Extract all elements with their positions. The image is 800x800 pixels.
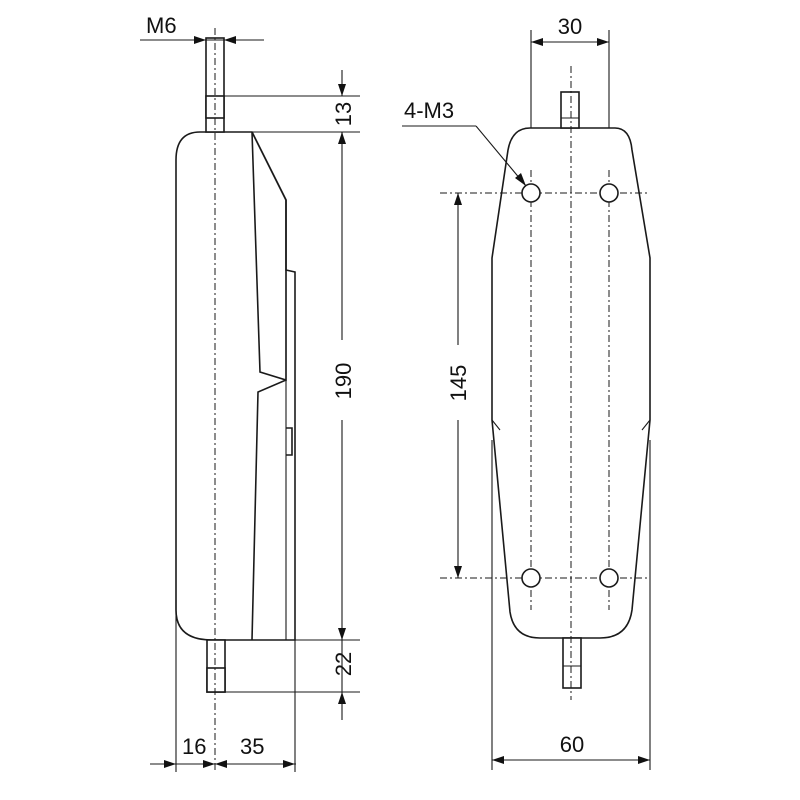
dim16-arrow-left (164, 760, 176, 768)
dim16-label: 16 (182, 734, 206, 759)
dim30-arrow-left (531, 38, 543, 46)
dim30-label: 30 (558, 14, 582, 39)
front-side-line-right (641, 419, 651, 431)
dim30-arrow-right (597, 38, 609, 46)
front-top-stud (560, 91, 580, 129)
dim35-label: 35 (240, 734, 264, 759)
dim145-arrow-top (454, 193, 462, 205)
m3-leader-arrow (515, 173, 526, 186)
m6-arrow-right (224, 36, 236, 44)
dim35-arrow-right (283, 760, 295, 768)
hole-top-left (521, 183, 541, 203)
dim35-arrow-left (215, 760, 227, 768)
side-button (286, 427, 293, 456)
side-body-outline (175, 131, 296, 641)
dim190-arrow-bottom (338, 628, 346, 640)
dim22-label: 22 (331, 652, 356, 676)
dim60-arrow-left (492, 756, 504, 764)
bottom-stud-thread (206, 667, 226, 693)
dim145-arrow-bottom (454, 566, 462, 578)
front-side-line-left (491, 419, 501, 431)
hole-top-right (599, 183, 619, 203)
m3-label: 4-M3 (404, 98, 454, 123)
dim22-arrow (338, 692, 346, 704)
dim60-arrow-right (638, 756, 650, 764)
dim190-arrow-top (338, 132, 346, 144)
side-face-lower (251, 379, 287, 641)
m6-arrow-left (194, 36, 206, 44)
dim16-arrow-right (203, 760, 215, 768)
hole-bottom-right (599, 568, 619, 588)
hole-bottom-left (521, 568, 541, 588)
dim145-label: 145 (446, 365, 471, 402)
front-view: 4-M3 30 145 60 (402, 14, 651, 770)
dim13-label: 13 (331, 102, 356, 126)
front-bottom-stud (562, 637, 582, 689)
dim13-arrow (338, 84, 346, 96)
dim190-label: 190 (331, 363, 356, 400)
m6-label: M6 (146, 13, 177, 38)
side-view: M6 13 190 22 16 35 (140, 13, 360, 772)
dim60-label: 60 (560, 732, 584, 757)
